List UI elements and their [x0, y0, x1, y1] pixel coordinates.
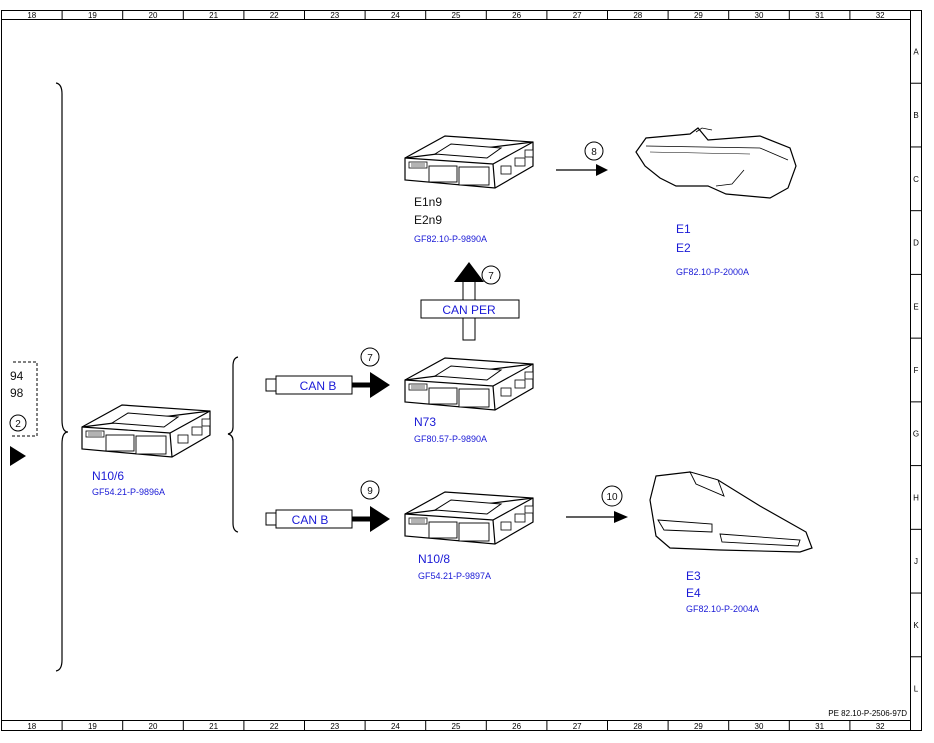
column-label: 24 [391, 722, 400, 731]
connector-ref-line1: 94 [10, 369, 24, 383]
can-per-arrow: CAN PER 7 [420, 262, 520, 341]
can-b-bottom-label: CAN B [292, 513, 329, 527]
column-labels-top: 18 19 20 21 22 23 24 25 26 27 28 29 30 31 32 [27, 10, 885, 20]
step-number-headlamp: 8 [591, 147, 597, 158]
column-label: 31 [815, 722, 824, 731]
row-label: H [913, 493, 919, 502]
column-label: 22 [270, 11, 279, 20]
column-label: 19 [88, 722, 97, 731]
taillamp-reference: GF82.10-P-2004A [686, 604, 759, 614]
row-labels: A B C D E F G H J K L [910, 47, 922, 694]
column-label: 25 [452, 11, 461, 20]
headlamp-reference: GF82.10-P-2000A [676, 267, 749, 277]
column-label: 18 [27, 11, 36, 20]
step-number-n73: 7 [367, 353, 373, 364]
column-label: 28 [633, 722, 642, 731]
row-label: F [914, 366, 919, 375]
connector-step-number: 2 [15, 419, 21, 430]
column-label: 20 [149, 11, 158, 20]
column-label: 32 [876, 722, 885, 731]
e2n9-label: E2n9 [414, 213, 442, 227]
row-label: J [914, 557, 918, 566]
column-label: 19 [88, 11, 97, 20]
row-label: G [913, 430, 919, 439]
column-label: 23 [330, 722, 339, 731]
row-label: E [913, 302, 918, 311]
taillamp: E3 E4 GF82.10-P-2004A [649, 471, 813, 614]
n10-6-reference: GF54.21-P-9896A [92, 487, 165, 497]
headlamp: E1 E2 GF82.10-P-2000A [635, 127, 797, 277]
taillamp-label-2: E4 [686, 586, 701, 600]
row-label: C [913, 175, 919, 184]
row-label: D [913, 239, 919, 248]
e1n9-label: E1n9 [414, 195, 442, 209]
can-b-arrow-bottom: CAN B 9 [265, 480, 390, 532]
row-label: K [913, 621, 919, 630]
row-label: B [913, 111, 918, 120]
column-label: 32 [876, 11, 885, 20]
column-label: 20 [149, 722, 158, 731]
column-label: 30 [755, 722, 764, 731]
column-label: 25 [452, 722, 461, 731]
step-number-n10-8: 9 [367, 486, 373, 497]
n73-label: N73 [414, 415, 436, 429]
column-label: 28 [633, 11, 642, 20]
column-label: 21 [209, 722, 218, 731]
n10-6-label: N10/6 [92, 469, 124, 483]
column-labels-bottom: 18 19 20 21 22 23 24 25 26 27 28 29 30 31 32 [27, 720, 885, 731]
column-label: 18 [27, 722, 36, 731]
connector-reference: 94 98 2 [9, 361, 38, 466]
column-label: 30 [755, 11, 764, 20]
n73-module: N73 GF80.57-P-9890A [404, 357, 534, 444]
can-per-label: CAN PER [442, 303, 496, 317]
row-label: A [913, 47, 919, 56]
column-label: 23 [330, 11, 339, 20]
headlamp-label-1: E1 [676, 222, 691, 236]
n10-8-module: N10/8 GF54.21-P-9897A [404, 491, 534, 581]
row-label: L [914, 685, 919, 694]
e1n9-module: E1n9 E2n9 GF82.10-P-9890A [404, 135, 534, 244]
can-b-top-label: CAN B [300, 379, 337, 393]
column-label: 22 [270, 722, 279, 731]
left-brace [55, 82, 69, 672]
column-label: 26 [512, 722, 521, 731]
arrow-to-headlamp: 8 [556, 141, 608, 176]
column-label: 31 [815, 11, 824, 20]
e1n9-reference: GF82.10-P-9890A [414, 234, 487, 244]
column-label: 26 [512, 11, 521, 20]
connector-ref-line2: 98 [10, 386, 24, 400]
n10-8-reference: GF54.21-P-9897A [418, 571, 491, 581]
step-number-taillamp: 10 [606, 492, 618, 503]
column-label: 27 [573, 722, 582, 731]
step-number-e1n9: 7 [488, 271, 494, 282]
can-b-arrow-top: CAN B 7 [265, 347, 390, 398]
middle-brace [227, 356, 239, 533]
n10-8-label: N10/8 [418, 552, 450, 566]
column-label: 21 [209, 11, 218, 20]
headlamp-label-2: E2 [676, 241, 691, 255]
column-label: 24 [391, 11, 400, 20]
drawing-reference: PE 82.10-P-2506-97D [828, 709, 907, 718]
n10-6-module: N10/6 GF54.21-P-9896A [81, 404, 211, 497]
arrow-to-taillamp: 10 [566, 485, 628, 523]
n73-reference: GF80.57-P-9890A [414, 434, 487, 444]
column-label: 29 [694, 722, 703, 731]
arrow-in-icon [10, 446, 26, 466]
column-label: 27 [573, 11, 582, 20]
column-label: 29 [694, 11, 703, 20]
taillamp-label-1: E3 [686, 569, 701, 583]
